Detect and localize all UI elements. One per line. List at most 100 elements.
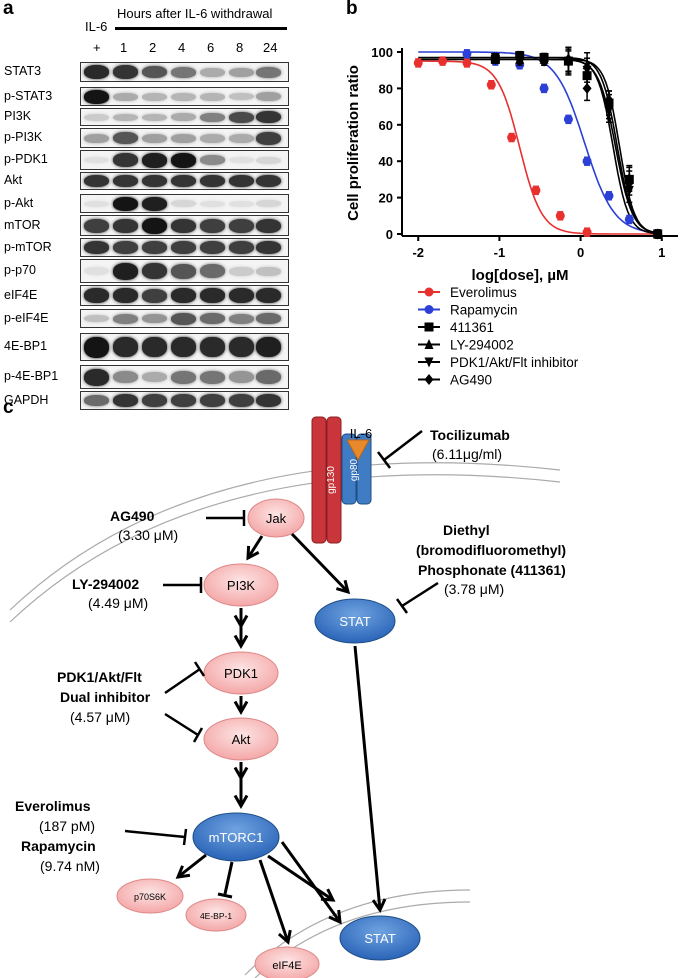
blot-strip [80, 309, 289, 328]
blot-band [113, 218, 138, 233]
blot-band [171, 241, 196, 254]
fit-curve [418, 58, 662, 235]
blot-label: PI3K [4, 109, 32, 123]
blot-band [142, 196, 167, 211]
data-point [531, 185, 541, 195]
blot-band [84, 113, 109, 121]
blot-band [256, 111, 281, 123]
blot-strip [80, 215, 289, 236]
blot-band [200, 155, 225, 165]
data-point [515, 53, 525, 65]
y-tick-label: 20 [379, 191, 393, 206]
blot-band [142, 241, 167, 254]
blot-band [113, 175, 138, 187]
fit-curve [418, 56, 662, 235]
jak-node: Jak [247, 498, 305, 538]
p70s6k-node: p70S6K [116, 878, 184, 914]
legend-marker [424, 322, 434, 332]
eif4e-node: eIF4E [254, 946, 320, 978]
stat-node-bottom: STAT [339, 915, 421, 961]
blot-strip [80, 391, 289, 410]
blot-band [256, 313, 281, 324]
blot-band [84, 241, 109, 254]
legend-marker [424, 287, 434, 297]
y-tick-label: 40 [379, 154, 393, 169]
blot-band [113, 288, 138, 303]
svg-text:4E-BP-1: 4E-BP-1 [200, 911, 232, 921]
blot-band [171, 337, 196, 357]
fit-curve [418, 58, 662, 235]
blot-band [113, 313, 138, 324]
blot-label: eIF4E [4, 287, 38, 302]
blot-band [256, 200, 281, 207]
blot-band [84, 267, 109, 275]
blot-band [142, 66, 167, 78]
blot-band [142, 92, 167, 101]
blot-band [256, 370, 281, 384]
panel-c-letter: c [3, 397, 14, 418]
gp130-label: gp130 [326, 466, 337, 494]
blot-band [200, 313, 225, 324]
blot-strip [80, 238, 289, 257]
data-point [604, 101, 614, 113]
blot-label: STAT3 [4, 64, 42, 78]
blot-band [142, 372, 167, 382]
blot-band [171, 263, 196, 279]
blot-band [256, 394, 281, 407]
blot-band [113, 113, 138, 121]
blot-band [113, 337, 138, 357]
blot-label: p-PI3K [4, 130, 43, 144]
pathway-diagram: gp130 gp80 IL-6 Jak PI3K PDK1 Akt mTORC1… [9, 416, 566, 978]
blot-label: p-eIF4E [4, 310, 49, 325]
cell-membrane-inner [9, 474, 561, 623]
blot-band [113, 241, 138, 254]
everolimus-label: Everolimus [15, 798, 91, 814]
diethyl-label-3: Phosphonate (411361) [418, 562, 566, 578]
svg-text:Akt: Akt [232, 732, 251, 747]
blot-band [200, 394, 225, 407]
legend-label: AG490 [450, 373, 492, 388]
blot-band [142, 337, 167, 357]
tocilizumab-dose: (6.11μg/ml) [432, 446, 502, 462]
blot-band [200, 200, 225, 207]
data-point [555, 211, 565, 221]
blot-strip [80, 285, 289, 306]
svg-text:STAT: STAT [364, 931, 395, 946]
y-tick-label: 0 [386, 227, 393, 242]
blot-strip [80, 172, 289, 190]
blot-band [84, 157, 109, 163]
pdk-inhibitor-dose: (4.57 μM) [70, 709, 130, 725]
blot-band [171, 200, 196, 207]
activation-arrows [175, 532, 387, 945]
data-point [462, 58, 472, 68]
blot-band [142, 175, 167, 187]
svg-text:STAT: STAT [339, 614, 370, 629]
data-point [604, 191, 614, 201]
blot-band [256, 156, 281, 164]
pdk-inhibitor-label-2: Dual inhibitor [60, 689, 151, 705]
legend-label: Everolimus [450, 285, 517, 300]
blot-band [84, 315, 109, 322]
svg-text:p70S6K: p70S6K [134, 892, 166, 902]
data-point [539, 55, 549, 67]
legend-label: 411361 [450, 320, 494, 335]
blot-band [200, 112, 225, 122]
il6-label: IL-6 [85, 19, 108, 34]
x-axis-label: log[dose], µM [472, 267, 569, 284]
blot-band [256, 241, 281, 254]
ag490-dose: (3.30 μM) [118, 527, 178, 543]
blot-band [229, 241, 254, 254]
blot-band [229, 93, 254, 100]
hours-bracket [115, 27, 287, 30]
legend-label: PDK1/Akt/Flt inhibitor [450, 355, 579, 370]
blot-band [171, 370, 196, 384]
svg-text:eIF4E: eIF4E [272, 960, 301, 972]
data-point [624, 214, 634, 224]
blot-band [200, 175, 225, 187]
ly294002-dose: (4.49 μM) [88, 595, 148, 611]
blot-strip [80, 194, 289, 213]
blot-band [200, 370, 225, 384]
blot-band [256, 66, 281, 78]
fit-curve [418, 60, 662, 235]
